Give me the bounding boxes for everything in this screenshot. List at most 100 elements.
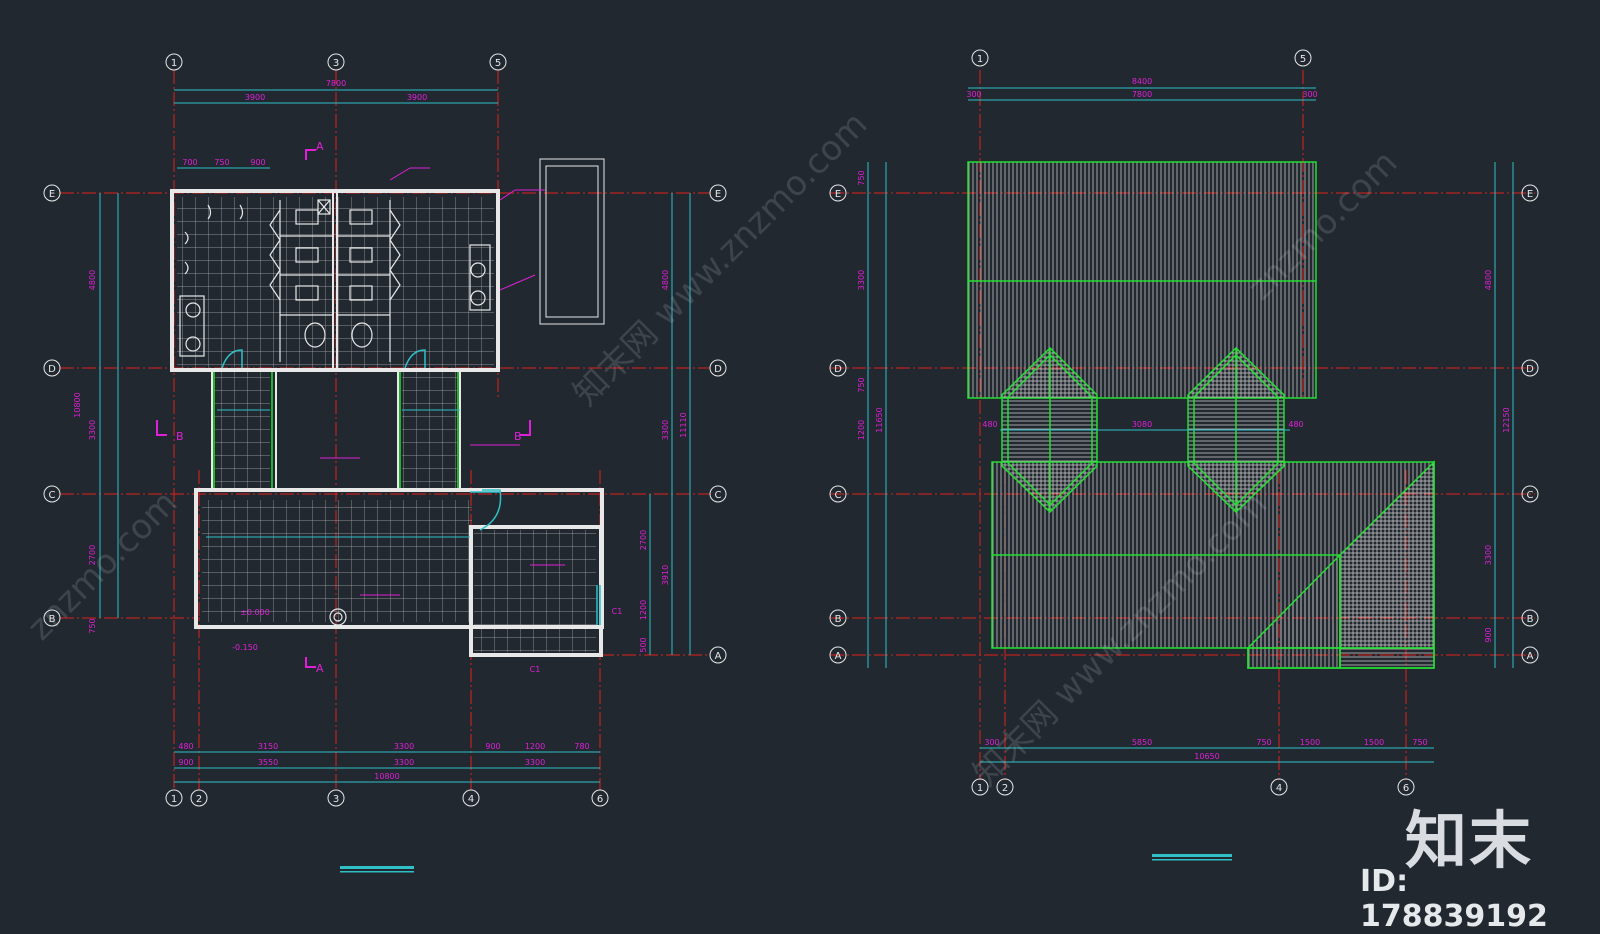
dim-text: 3300 [857, 270, 866, 290]
dim-text: 750 [1412, 738, 1427, 747]
dim-text: 3150 [258, 742, 278, 751]
dim-text: 4800 [88, 270, 97, 290]
axis-label: E [835, 189, 841, 200]
dim-text: 3300 [1484, 545, 1493, 565]
dim-text: 3550 [258, 758, 278, 767]
axis-bubbles [43, 53, 727, 807]
axis-label: C [1527, 490, 1534, 501]
axis-label: E [49, 189, 55, 200]
door-label: C1 [530, 665, 541, 674]
dim-text: 1500 [1300, 738, 1320, 747]
dim-text: 3300 [525, 758, 545, 767]
dim-text: 900 [1484, 627, 1493, 642]
section-label: B [514, 430, 522, 443]
axis-label: 6 [1403, 783, 1409, 794]
drawing-title-underline [1152, 854, 1232, 857]
dim-text: 3300 [88, 420, 97, 440]
tiled-floor [177, 197, 596, 652]
dim-text: 3900 [407, 93, 427, 102]
axis-label: 2 [196, 794, 202, 805]
brand-logo: 知末 [1405, 804, 1534, 877]
axis-label: A [715, 651, 722, 662]
dim-text: 10800 [73, 392, 82, 417]
dim-text: 300 [984, 738, 999, 747]
dim-text: 480 [178, 742, 193, 751]
axis-label: 2 [1002, 783, 1008, 794]
dim-text: 900 [250, 158, 265, 167]
axis-label: 6 [597, 794, 603, 805]
elevation-label: ±0.000 [240, 608, 270, 617]
dim-text: 12150 [1502, 407, 1511, 432]
dim-text: 750 [1256, 738, 1271, 747]
dim-text: 1200 [639, 600, 648, 620]
axis-label: D [48, 364, 56, 375]
dim-text: 1200 [525, 742, 545, 751]
dim-text: 1200 [857, 420, 866, 440]
dim-text: 900 [485, 742, 500, 751]
dim-text: 4800 [661, 270, 670, 290]
section-label: A [316, 662, 324, 675]
door-label: C1 [612, 607, 623, 616]
dim-text: 3900 [245, 93, 265, 102]
axis-label: C [715, 490, 722, 501]
dim-text: 3910 [661, 565, 670, 585]
axis-bubbles [829, 49, 1539, 796]
dim-text: 1500 [1364, 738, 1384, 747]
axis-label: 3 [333, 794, 339, 805]
section-marks [156, 149, 531, 668]
axis-label: D [714, 364, 722, 375]
dimension-lines [99, 89, 691, 783]
dim-text: 3300 [394, 742, 414, 751]
axis-label: D [1526, 364, 1534, 375]
axis-label: 5 [495, 58, 501, 69]
section-label: B [176, 430, 184, 443]
dim-text: 780 [574, 742, 589, 751]
side-window [539, 158, 605, 325]
elevation-label: -0.150 [232, 643, 258, 652]
axis-label: 3 [333, 58, 339, 69]
dim-text: 2700 [639, 530, 648, 550]
dim-text: 750 [88, 618, 97, 633]
axis-label: B [49, 614, 56, 625]
axis-label: A [835, 651, 842, 662]
axis-label: 1 [171, 794, 177, 805]
roof-plan: 1 5 1 2 4 6 E D C B A E D C B A 8400 780… [829, 49, 1539, 861]
doors [221, 349, 601, 625]
dim-text: 480 [982, 420, 997, 429]
roof-surfaces [967, 161, 1435, 669]
dim-text: 700 [182, 158, 197, 167]
dim-text: 2700 [88, 545, 97, 565]
dim-text: 4800 [1484, 270, 1493, 290]
dim-text: 7800 [326, 79, 346, 88]
axis-label: 5 [1300, 54, 1306, 65]
axis-label: C [49, 490, 56, 501]
axis-label: B [835, 614, 842, 625]
axis-label: C [835, 490, 842, 501]
axis-label: 1 [977, 54, 983, 65]
dim-text: 11650 [875, 407, 884, 432]
dim-text: 500 [639, 637, 648, 652]
section-label: A [316, 140, 324, 153]
dim-text: 3300 [394, 758, 414, 767]
dimension-lines [867, 87, 1514, 763]
dim-text: 10650 [1194, 752, 1219, 761]
axis-label: E [715, 189, 721, 200]
dim-text: 3300 [661, 420, 670, 440]
dim-text: 300 [966, 90, 981, 99]
dim-text: 300 [1302, 90, 1317, 99]
axis-label: A [1527, 651, 1534, 662]
axis-label: D [834, 364, 842, 375]
axis-label: B [1527, 614, 1534, 625]
axis-label: E [1527, 189, 1533, 200]
dim-text: 3080 [1132, 420, 1152, 429]
dim-text: 750 [214, 158, 229, 167]
dim-text: 750 [857, 377, 866, 392]
floor-plan: 1 3 5 1 2 3 4 6 E D C B E D C A 7800 390… [43, 53, 727, 873]
axis-label: 4 [1276, 783, 1282, 794]
dim-text: 900 [178, 758, 193, 767]
image-id: ID: 178839192 [1360, 864, 1548, 934]
toilet-stalls [179, 199, 491, 626]
axis-label: 1 [977, 783, 983, 794]
drawing-title-underline [340, 866, 414, 869]
